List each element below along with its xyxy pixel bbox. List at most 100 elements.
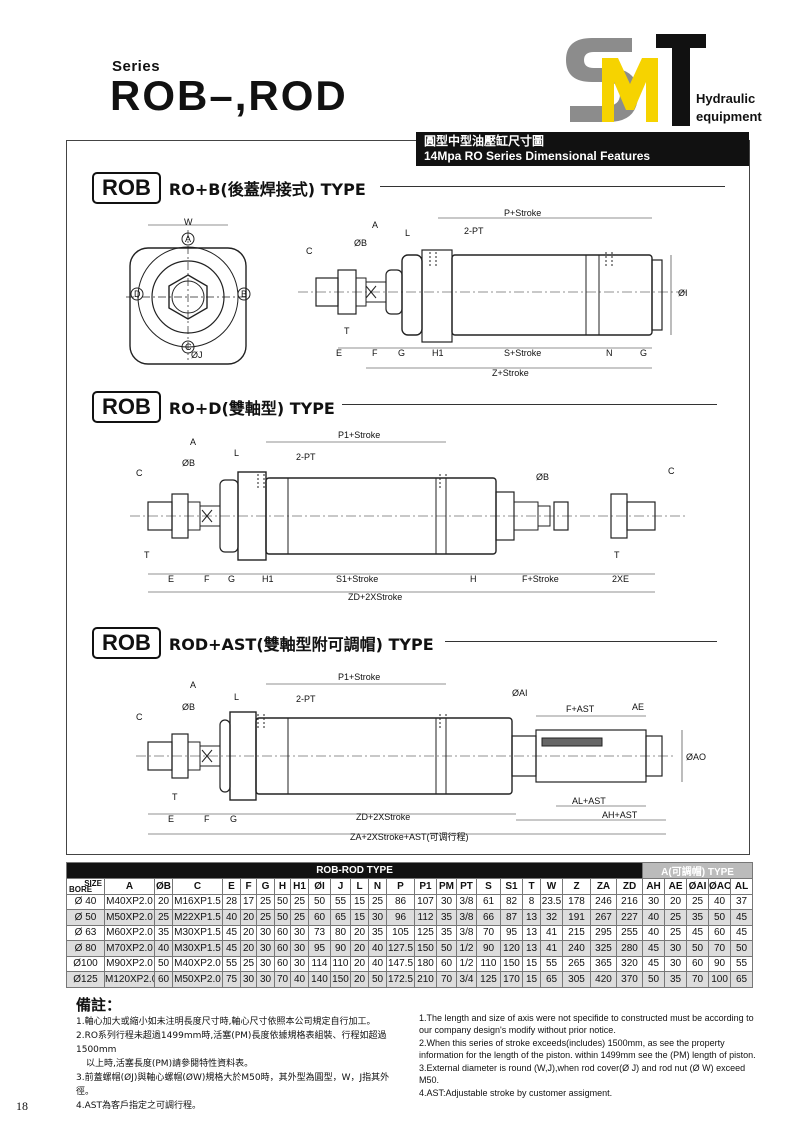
table-cell: 41: [540, 940, 563, 957]
column-header: S: [476, 878, 501, 895]
note-zh-2b: 以上時,活塞長度(PM)請參閱特性資料表。: [86, 1059, 254, 1069]
table-cell: 30: [256, 924, 275, 941]
table-title: ROB-ROD TYPE: [65, 862, 644, 879]
table-cell: 20: [240, 909, 257, 926]
label-g: G: [230, 814, 237, 824]
label-f: F: [204, 574, 210, 584]
table-cell: 35: [368, 924, 387, 941]
table-cell: 73: [308, 924, 331, 941]
logo-line-hydraulic: Hydraulic: [696, 91, 756, 106]
column-header: G: [256, 878, 275, 895]
column-header: PT: [456, 878, 477, 895]
table-cell: 30: [436, 893, 457, 910]
label-s1-stroke: S1+Stroke: [336, 574, 378, 584]
label-n: N: [606, 348, 613, 358]
label-b-circle: B: [241, 289, 247, 299]
table-cell: 35: [436, 924, 457, 941]
table-cell: 55: [540, 955, 563, 972]
dimension-lines: [148, 441, 655, 593]
section-rob-d-label: ROB RO+D(雙軸型) TYPE: [92, 391, 335, 423]
label-za-stroke: ZA+2XStroke+AST(可调行程): [350, 831, 469, 842]
table-cell: 30: [290, 955, 309, 972]
label-a-circle: A: [185, 234, 191, 244]
bore-cell: Ø 50: [66, 909, 105, 926]
table-cell: 13: [522, 909, 541, 926]
table-cell: 61: [476, 893, 501, 910]
label-g: G: [398, 348, 405, 358]
table-cell: 45: [222, 924, 241, 941]
table-cell: 280: [615, 940, 644, 957]
column-header: Z: [562, 878, 591, 895]
table-cell: 45: [686, 924, 710, 941]
table-cell: 40: [222, 909, 241, 926]
table-cell: 55: [730, 955, 754, 972]
label-pt: 2-PT: [296, 694, 316, 704]
label-b: ØB: [354, 238, 367, 248]
label-z-stroke: Z+Stroke: [492, 368, 529, 378]
table-cell: 25: [290, 909, 309, 926]
table-cell: 15: [350, 909, 369, 926]
label-c-right: C: [668, 466, 675, 476]
column-header: ZA: [590, 878, 617, 895]
bore-label: BORE: [69, 884, 93, 894]
table-cell: 86: [386, 893, 415, 910]
table-cell: 30: [240, 971, 257, 988]
label-j: ØJ: [191, 350, 203, 360]
column-header: ØB: [154, 878, 173, 895]
diagram-ro-b: W A C D B ØJ A ØB: [126, 208, 688, 378]
label-zd-stroke: ZD+2XStroke: [356, 812, 410, 822]
bore-cell: Ø 80: [66, 940, 105, 957]
label-w: W: [184, 217, 193, 227]
table-cell: 45: [642, 955, 666, 972]
label-h1: H1: [432, 348, 444, 358]
label-ae: AE: [632, 702, 644, 712]
table-cell: 178: [562, 893, 591, 910]
table-cell: 107: [414, 893, 437, 910]
section-rob-b-label: ROB RO+B(後蓋焊接式) TYPE: [92, 172, 366, 204]
table-cell: M70XP2.0: [104, 940, 155, 957]
table-cell: 65: [730, 971, 754, 988]
table-cell: 25: [368, 893, 387, 910]
label-ao: ØAO: [686, 752, 706, 762]
table-cell: 30: [256, 955, 275, 972]
table-cell: M50XP2.0: [104, 909, 155, 926]
table-cell: 70: [274, 971, 291, 988]
column-header: C: [172, 878, 223, 895]
table-cell: 25: [664, 909, 688, 926]
table-cell: 50: [686, 940, 710, 957]
note-en-3: 3.External diameter is round (W,J),when …: [419, 1063, 746, 1085]
table-cell: 30: [368, 909, 387, 926]
note-zh-1: 1.軸心加大或縮小如未注明長度尺寸時,軸心尺寸依照本公司規定自行加工。: [76, 1017, 376, 1027]
table-cell: M16XP1.5: [172, 893, 223, 910]
bore-cell: Ø100: [66, 955, 105, 972]
series-label: Series: [112, 58, 161, 75]
label-t: T: [172, 792, 178, 802]
label-f: F: [372, 348, 378, 358]
label-g2: G: [640, 348, 647, 358]
table-cell: 20: [240, 940, 257, 957]
table-cell: 60: [308, 909, 331, 926]
label-pt: 2-PT: [464, 226, 484, 236]
table-cell: M120XP2.0: [104, 971, 155, 988]
table-cell: 60: [154, 971, 173, 988]
label-b-right: ØB: [536, 472, 549, 482]
table-cell: 295: [590, 924, 617, 941]
table-cell: 60: [436, 955, 457, 972]
table-cell: 65: [330, 909, 351, 926]
table-cell: M30XP1.5: [172, 924, 223, 941]
label-h: H: [470, 574, 477, 584]
table-cell: 30: [256, 971, 275, 988]
table-cell: 40: [290, 971, 309, 988]
table-cell: 140: [308, 971, 331, 988]
table-cell: 30: [290, 940, 309, 957]
table-cell: 50: [274, 909, 291, 926]
table-cell: 35: [686, 909, 710, 926]
table-cell: 40: [154, 940, 173, 957]
label-e: E: [336, 348, 342, 358]
column-header: ØI: [308, 878, 331, 895]
label-e: E: [168, 574, 174, 584]
table-cell: 25: [154, 909, 173, 926]
banner-title-en: 14Mpa RO Series Dimensional Features: [424, 149, 651, 163]
table-cell: 75: [222, 971, 241, 988]
table-cell: 87: [500, 909, 523, 926]
